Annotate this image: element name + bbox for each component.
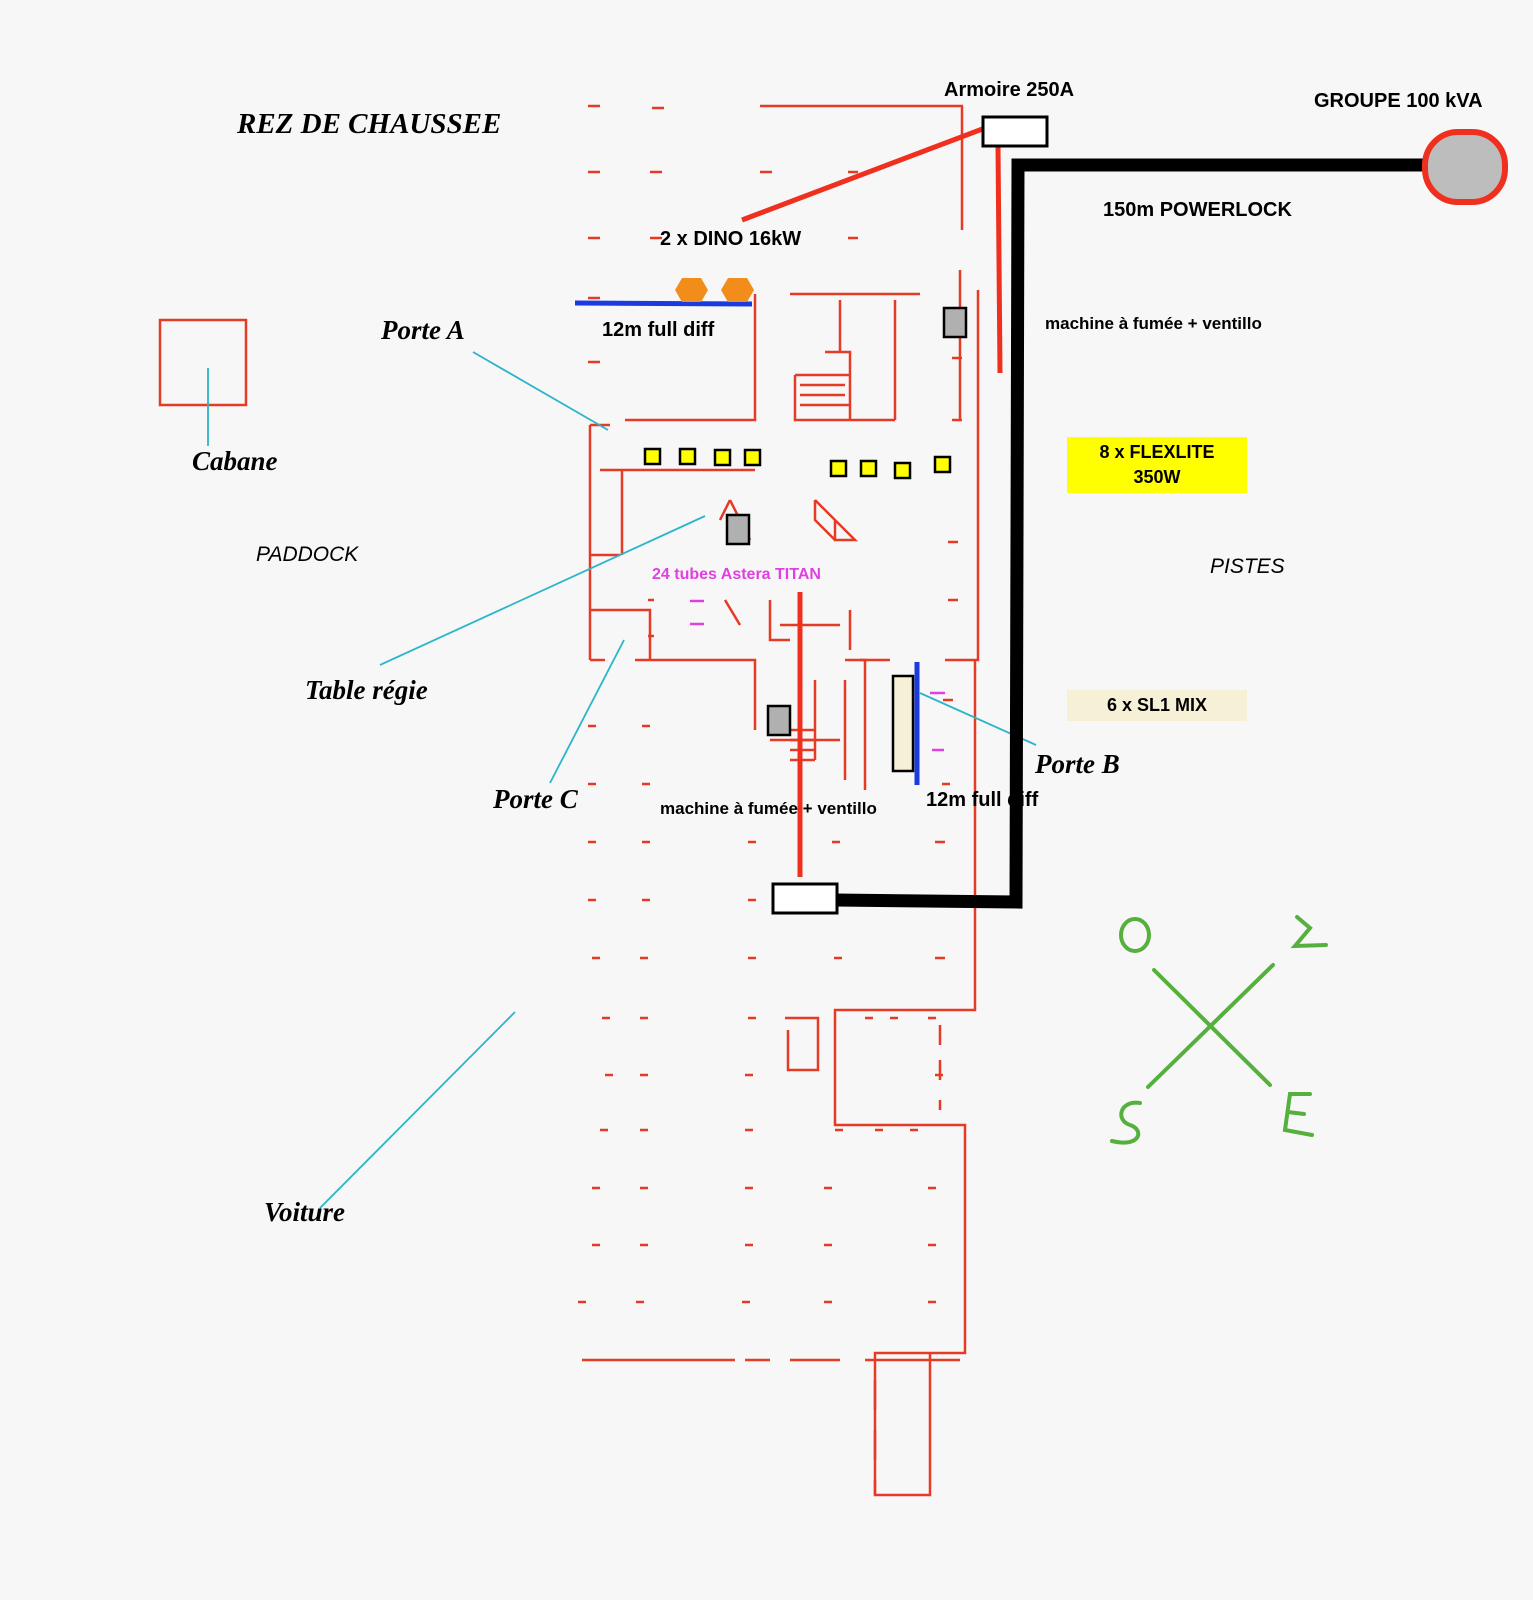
porte-a-label: Porte A: [381, 315, 465, 345]
smoke-machine-bottom: [766, 704, 792, 737]
dino-light-2: [721, 278, 754, 302]
flexlite-unit: [678, 447, 697, 466]
smoke-bottom-label: machine à fumée + ventillo: [660, 799, 877, 818]
full-diff-bottom-label: 12m full diff: [926, 789, 1039, 811]
compass: [1110, 915, 1328, 1145]
dino-label: 2 x DINO 16kW: [660, 228, 802, 250]
flexlite-unit: [933, 455, 952, 474]
smoke-machine-top: [942, 306, 968, 339]
powerlock-cable: [834, 158, 1432, 909]
smoke-machine-middle: [725, 513, 751, 546]
armoire-box-bottom: [771, 882, 839, 915]
flexlite-unit: [859, 459, 878, 478]
page-title: REZ DE CHAUSSEE: [237, 108, 502, 140]
compass-north-glyph: [1290, 915, 1328, 949]
callout-lines: [207, 351, 1037, 1209]
flexlite-label-line2: 350W: [1133, 467, 1181, 487]
dashed-marks: [578, 104, 962, 1304]
armoire-box-top: [981, 115, 1049, 148]
sl1-bar: [891, 674, 915, 773]
flexlite-unit: [829, 459, 848, 478]
sl1-label-text: 6 x SL1 MIX: [1106, 694, 1208, 715]
flexlite-unit: [713, 448, 732, 467]
powerlock-label: 150m POWERLOCK: [1103, 199, 1292, 221]
flexlite-unit: [743, 448, 762, 467]
armoire-label: Armoire 250A: [944, 79, 1075, 101]
porte-b-label: Porte B: [1035, 749, 1120, 779]
diffusion-frame-top: [574, 300, 753, 307]
red-cables: [741, 125, 1003, 877]
compass-south-glyph: [1110, 1100, 1142, 1145]
cabane-box: [158, 318, 248, 407]
table-regie-label: Table régie: [305, 675, 428, 705]
porte-c-label: Porte C: [493, 784, 578, 814]
cabane-label: Cabane: [192, 446, 278, 476]
compass-west-glyph: [1119, 917, 1151, 953]
flexlite-label-line1: 8 x FLEXLITE: [1099, 441, 1215, 462]
voiture-label: Voiture: [264, 1197, 346, 1227]
flexlite-label: 8 x FLEXLITE 350W: [1067, 437, 1247, 493]
full-diff-top-label: 12m full diff: [602, 319, 715, 341]
dino-light-1: [675, 278, 708, 302]
compass-east-glyph: [1282, 1092, 1314, 1137]
flexlite-unit: [893, 461, 912, 480]
smoke-top-label: machine à fumée + ventillo: [1045, 314, 1262, 333]
flexlite-unit: [643, 447, 662, 466]
flexlite-units: [643, 447, 952, 480]
building-walls: [582, 104, 980, 1497]
astera-tube-marks: [690, 599, 945, 752]
generator-shape: [1422, 129, 1508, 205]
groupe-label: GROUPE 100 kVA: [1314, 90, 1483, 112]
paddock-label: PADDOCK: [256, 543, 359, 566]
astera-label: 24 tubes Astera TITAN: [652, 566, 821, 583]
sl1-label: 6 x SL1 MIX: [1067, 690, 1247, 721]
pistes-label: PISTES: [1210, 555, 1285, 578]
